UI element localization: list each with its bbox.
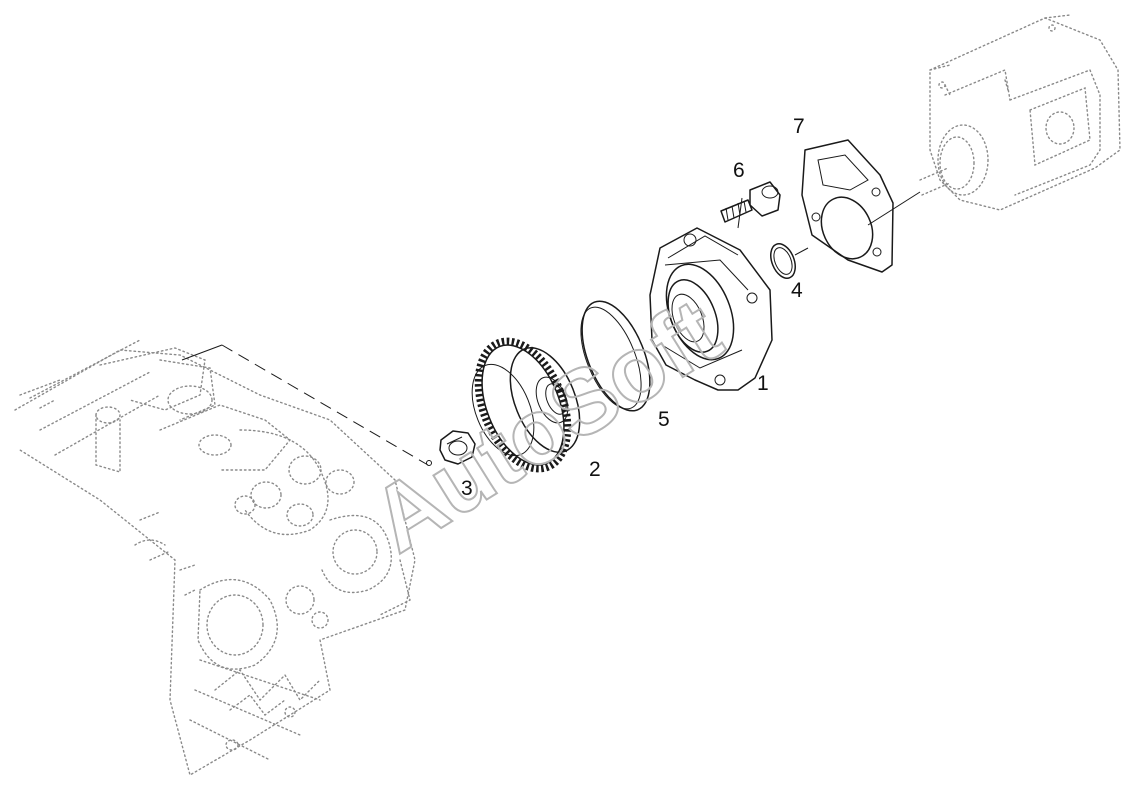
nut <box>426 430 476 466</box>
callout-2: 2 <box>589 458 601 481</box>
watermark-logo: AutoSoft <box>355 280 738 572</box>
callout-7: 7 <box>793 115 805 138</box>
callout-1: 1 <box>757 372 769 395</box>
callout-6: 6 <box>733 159 745 182</box>
gasket <box>801 139 894 273</box>
engine-block <box>14 339 416 777</box>
plug <box>720 181 781 229</box>
o-ring-seal <box>580 300 651 412</box>
gear <box>471 337 581 473</box>
drive-housing <box>649 227 773 391</box>
callout-4: 4 <box>791 279 803 302</box>
washer <box>770 243 809 279</box>
hydraulic-pump <box>919 14 1121 211</box>
callout-3: 3 <box>461 477 473 500</box>
callout-5: 5 <box>658 408 670 431</box>
assembly-axis <box>181 191 921 466</box>
